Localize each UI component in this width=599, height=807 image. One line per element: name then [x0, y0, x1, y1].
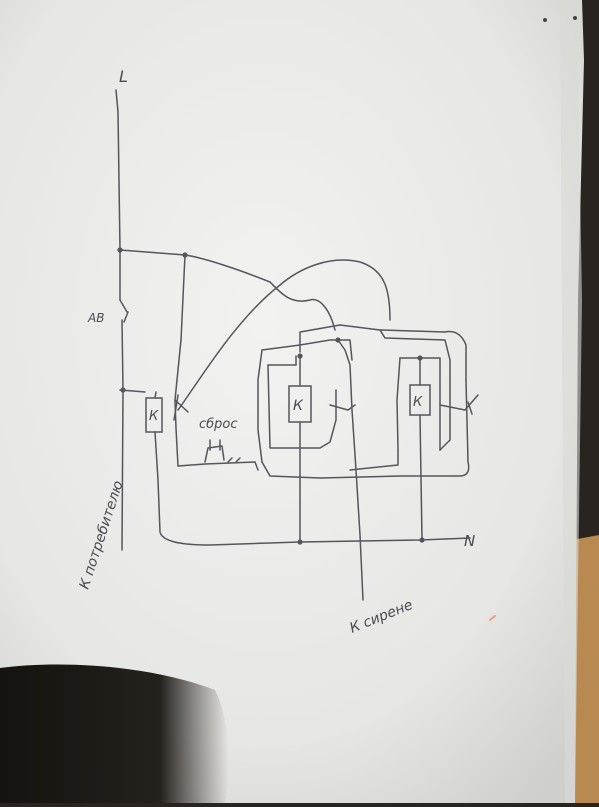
relay-1-upper-wire	[154, 391, 157, 399]
corner-speck-2	[573, 16, 577, 20]
relay-3-lower	[419, 414, 423, 541]
center-inner-frame	[261, 339, 353, 361]
wood-edge	[572, 535, 599, 803]
siren-wire	[337, 339, 364, 601]
right-inner	[399, 357, 441, 451]
label-relay-1: К	[149, 409, 159, 424]
reset-bottom-marks	[227, 457, 241, 463]
line-wire-lower	[121, 319, 124, 551]
contact-1	[173, 394, 189, 421]
node-4	[297, 353, 303, 359]
loop-wire	[269, 281, 336, 331]
corner-speck-1	[543, 18, 547, 22]
label-relay-3: К	[413, 395, 423, 410]
contact-3	[439, 394, 479, 415]
center-left-rail	[257, 349, 263, 463]
line-wire	[115, 89, 121, 301]
node-1	[117, 247, 123, 253]
right-left-rail	[396, 357, 401, 451]
right-frame	[379, 329, 451, 451]
label-relay-2: К	[293, 398, 304, 414]
node-8	[417, 355, 423, 361]
reset-bus	[177, 461, 259, 471]
label-line: L	[119, 67, 128, 86]
label-neutral: N	[464, 532, 475, 550]
node-6	[297, 539, 303, 545]
node-5	[335, 337, 341, 343]
junction-nodes	[117, 247, 425, 545]
relay-1-coil	[145, 397, 163, 433]
node-7	[419, 537, 425, 543]
stray-mark	[489, 615, 496, 621]
bottom-return	[261, 379, 470, 479]
hand-shadow	[0, 664, 229, 803]
wiring	[115, 89, 479, 601]
reset-button-wire	[204, 439, 225, 463]
node-2	[182, 252, 188, 258]
label-breaker: АВ	[87, 311, 104, 325]
contact-2	[329, 404, 356, 411]
breaker-switch	[119, 299, 129, 323]
paper-fold-shade	[560, 0, 582, 803]
bottom-return-2	[349, 449, 399, 471]
label-reset: сброс	[199, 417, 238, 432]
relay-1-lower-wire	[154, 431, 471, 546]
paper	[0, 0, 584, 803]
center-frame	[299, 324, 467, 381]
node-3	[120, 387, 126, 393]
relay-2-frame	[267, 364, 337, 449]
crossover-wire	[177, 259, 391, 411]
center-left-inner	[267, 355, 297, 366]
